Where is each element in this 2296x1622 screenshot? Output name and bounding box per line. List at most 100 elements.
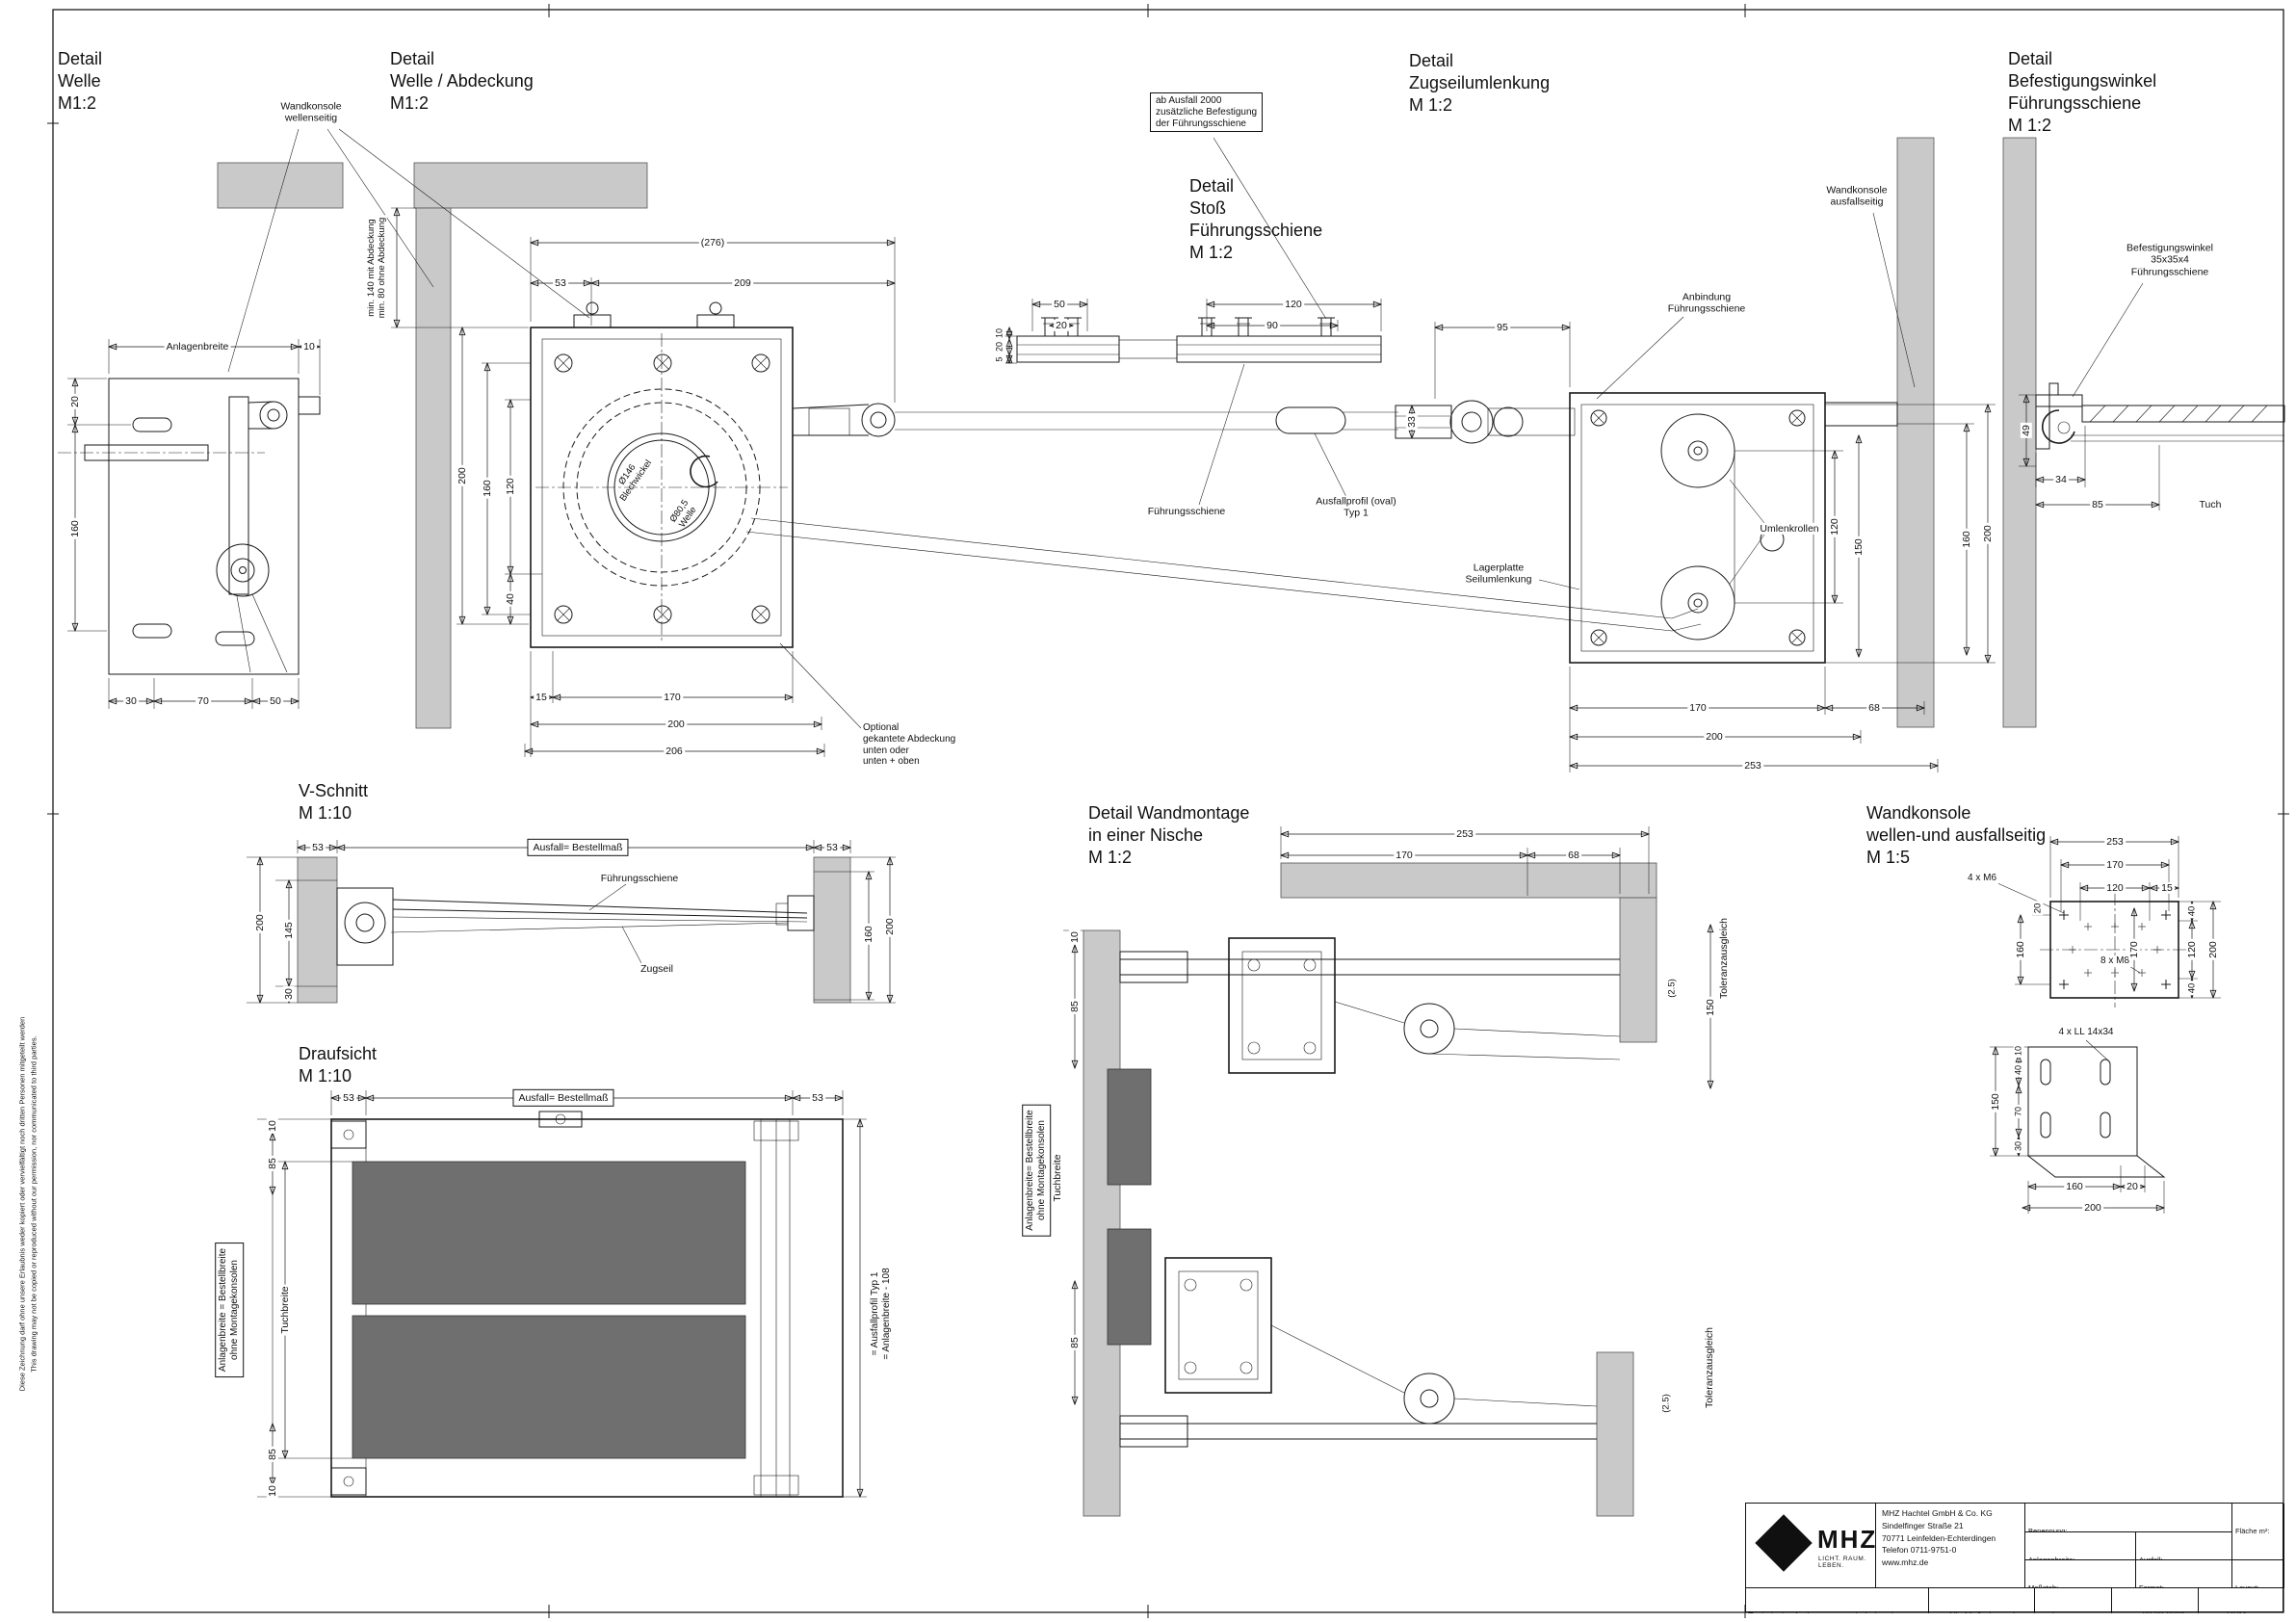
ausfall-cell: Ausfall: min.1500 max. 6000 — [2136, 1532, 2232, 1560]
drawing-wandmontage-nische — [1063, 826, 1710, 1517]
dim-welle-30: 30 — [123, 694, 139, 708]
mhz-logo-text: MHZ — [1817, 1525, 1876, 1554]
label-4xll: 4 x LL 14x34 — [2056, 1027, 2116, 1038]
dim-zugseil-33: 33 — [1405, 414, 1419, 430]
dim-konsole-200-right: 200 — [2206, 939, 2220, 960]
label-fuehrungsschiene-stoss: Führungsschiene — [1145, 505, 1228, 518]
dim-welle-160: 160 — [68, 518, 82, 539]
label-8xm8: 8 x M8 — [2098, 955, 2132, 967]
view-title-draufsicht: Draufsicht M 1:10 — [299, 1044, 378, 1086]
dim-konsole-170-top: 170 — [2104, 858, 2126, 872]
massstab-cell: Maßstab: 1:2/1:5/1:10 — [2025, 1560, 2136, 1588]
dim-vschnitt-145: 145 — [282, 920, 296, 941]
label-zugseil: Zugseil — [639, 962, 675, 976]
drawing-detail-zugseil — [1395, 137, 1996, 772]
label-tuchbreite-nische: Tuchbreite — [1051, 1152, 1064, 1204]
label-wandkonsole-wellenseitig: Wandkonsole wellenseitig — [280, 100, 342, 124]
dim-stoss-90: 90 — [1265, 319, 1280, 332]
dim-nische-253: 253 — [1454, 827, 1475, 841]
name-value: RSM — [2227, 1610, 2246, 1613]
dim-nische-85-top: 85 — [1068, 999, 1082, 1014]
dim-stoss-10: 10 — [994, 326, 1005, 341]
name-cell: Name: RSM — [2199, 1588, 2284, 1613]
dim-winkel-85: 85 — [2090, 498, 2105, 511]
dim-zugseil-200-right: 200 — [1981, 523, 1995, 544]
label-anlagenbreite-draufsicht: Anlagenbreite = Bestellbreite ohne Monta… — [215, 1242, 244, 1378]
dim-konsole-10: 10 — [2013, 1043, 2024, 1059]
dim-nische-10: 10 — [1068, 929, 1082, 945]
label-lagerplatte: Lagerplatte Seilumlenkung — [1463, 562, 1534, 587]
view-title-befestigungswinkel: Detail Befestigungswinkel Führungsschien… — [2008, 49, 2157, 136]
dim-zugseil-170: 170 — [1687, 701, 1709, 715]
label-fuehrungsschiene-vschnitt: Führungsschiene — [598, 872, 681, 885]
view-title-zugseil: Detail Zugseilumlenkung M 1:2 — [1409, 51, 1551, 116]
dim-welle-50: 50 — [268, 694, 283, 708]
view-title-welle: Detail Welle M1:2 — [58, 49, 103, 114]
masse-cell: Alle Maße in mm! — [1929, 1588, 2035, 1613]
view-title-v-schnitt: V-Schnitt M 1:10 — [299, 781, 369, 824]
dim-nische-150: 150 — [1704, 997, 1717, 1018]
name-label: Name: — [2202, 1611, 2223, 1613]
label-toleranzausgleich-oben: Toleranzausgleich — [1717, 915, 1731, 1002]
dim-draufsicht-53-left: 53 — [341, 1091, 356, 1105]
dim-draufsicht-85-bottom: 85 — [266, 1447, 279, 1462]
dim-abdeckung-206: 206 — [664, 745, 685, 758]
dim-stoss-20b: 20 — [994, 339, 1005, 354]
dim-stoss-20a: 20 — [1054, 319, 1069, 332]
datum-value: 08.02.2021 — [2142, 1610, 2185, 1613]
note-masse: Alle Maße in mm! — [1947, 1611, 2015, 1613]
dim-abdeckung-276: (276) — [698, 236, 727, 249]
dim-stoss-50: 50 — [1052, 298, 1067, 311]
mhz-logo-icon — [1755, 1514, 1813, 1572]
dim-zugseil-253: 253 — [1742, 759, 1763, 772]
benennung-label: Benennung: — [2028, 1527, 2068, 1532]
dim-konsole-150: 150 — [1989, 1091, 2002, 1112]
dim-draufsicht-10-bottom: 10 — [266, 1483, 279, 1499]
label-befestigungswinkel: Befestigungswinkel 35x35x4 Führungsschie… — [2126, 242, 2213, 278]
note-optional-abdeckung: Optional gekantete Abdeckung unten oder … — [863, 722, 956, 768]
dim-zugseil-200-bottom: 200 — [1704, 730, 1725, 744]
dim-stoss-5: 5 — [994, 354, 1005, 364]
dim-welle-70: 70 — [196, 694, 211, 708]
dim-abdeckung-209: 209 — [732, 276, 753, 290]
dim-vschnitt-53-right: 53 — [824, 841, 840, 854]
dim-vschnitt-200-left: 200 — [253, 912, 267, 933]
label-ausfallprofil-stoss: Ausfallprofil (oval) Typ 1 — [1314, 495, 1398, 520]
dim-nische-2-5-oben: (2.5) — [1666, 977, 1678, 1000]
label-umlenkrollen: Umlenkrollen — [1758, 522, 1821, 536]
dim-abdeckung-40: 40 — [504, 591, 517, 607]
dim-konsole-40-unten: 40 — [2186, 981, 2198, 996]
dim-konsole-120-top: 120 — [2104, 881, 2126, 895]
drawing-detail-abdeckung — [227, 128, 1673, 757]
dim-welle-20: 20 — [68, 394, 82, 409]
label-ausfall-bestellmass-vschnitt: Ausfall= Bestellmaß — [527, 838, 629, 857]
datum-label: Datum: — [2115, 1611, 2138, 1613]
sheet-frame — [47, 4, 2289, 1618]
dim-winkel-49: 49 — [2020, 423, 2033, 438]
disclaimer-en: This drawing may not be copied or reprod… — [29, 1035, 39, 1373]
dim-konsole-15: 15 — [2159, 881, 2175, 895]
dim-abdeckung-200-bottom: 200 — [665, 718, 687, 731]
format-cell: Format: A1_H — [2136, 1560, 2232, 1588]
dim-draufsicht-85-top: 85 — [266, 1156, 279, 1171]
anlagenbreite-cell: Anlagenbreite: min.1000 max.3500 — [2025, 1532, 2136, 1560]
flaeche-cell: Fläche m²: max.28 — [2232, 1504, 2284, 1560]
benennung-cell: Benennung:Innenbeschattung k_aus 90 mit … — [2025, 1504, 2232, 1532]
dim-konsole-120-right: 120 — [2185, 939, 2199, 960]
dim-zugseil-95: 95 — [1495, 321, 1510, 334]
label-tuchbreite-draufsicht: Tuchbreite — [278, 1284, 292, 1336]
mhz-logo: MHZ LICHT. RAUM. LEBEN. — [1746, 1504, 1876, 1588]
version-label: Version: — [2038, 1611, 2064, 1613]
flaeche-label: Fläche m²: — [2235, 1527, 2270, 1535]
view-title-abdeckung: Detail Welle / Abdeckung M1:2 — [390, 49, 534, 114]
note-min-abdeckung: min. 140 mit Abdeckung min. 80 ohne Abde… — [365, 215, 388, 321]
view-title-stoss: Detail Stoß Führungsschiene M 1:2 — [1189, 176, 1323, 263]
dim-vschnitt-30: 30 — [282, 986, 296, 1002]
dim-stoss-120: 120 — [1283, 298, 1304, 311]
dim-abdeckung-160: 160 — [481, 478, 494, 499]
note-ausfall-2000: ab Ausfall 2000 zusätzliche Befestigung … — [1150, 92, 1264, 133]
massstab-label: Maßstab: — [2028, 1583, 2059, 1588]
dim-konsole-20: 20 — [2032, 901, 2044, 916]
dim-konsole-40-left: 40 — [2013, 1062, 2024, 1078]
dim-konsole-160: 160 — [2014, 939, 2027, 960]
